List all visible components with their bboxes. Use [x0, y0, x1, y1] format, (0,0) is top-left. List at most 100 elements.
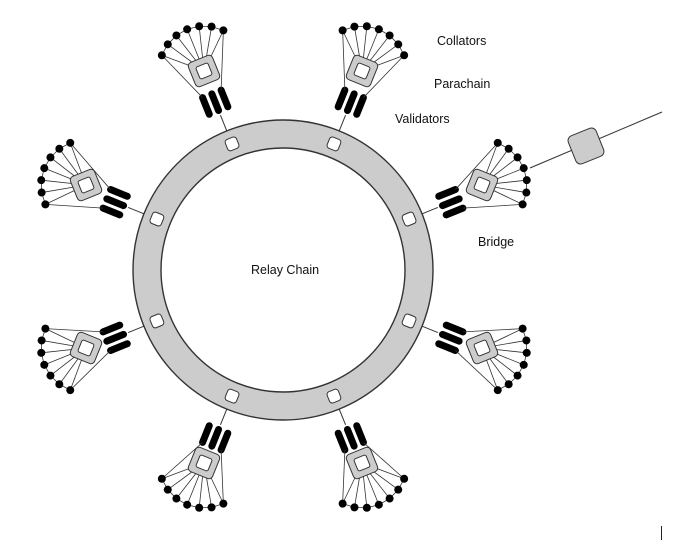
parachain-block [69, 168, 103, 202]
validator-capsule [103, 208, 120, 215]
collator-link-line [45, 329, 103, 332]
validator-capsule [446, 325, 463, 332]
collator-node [46, 372, 54, 380]
validator-link-line [422, 207, 438, 213]
collator-link-line [45, 204, 103, 208]
validators-label: Validators [395, 113, 450, 126]
collator-link-line [463, 329, 523, 332]
validator-capsule [111, 344, 128, 351]
collator-node [66, 139, 74, 147]
collator-node [494, 386, 502, 394]
collator-node [350, 23, 358, 31]
parachain-block [345, 446, 379, 480]
collator-node [400, 475, 408, 483]
validator-capsule [221, 433, 228, 450]
collator-node [522, 189, 530, 197]
validator-link-line [220, 115, 226, 131]
validator-capsule [338, 90, 345, 107]
bridge-square [566, 126, 605, 165]
edge-tick-mark [661, 526, 662, 540]
validator-capsule [212, 429, 219, 446]
collator-node [375, 25, 383, 33]
validator-link-line [128, 207, 144, 213]
collator-link-line [221, 30, 223, 90]
validator-capsule [203, 98, 210, 115]
parachain-block [187, 446, 221, 480]
collator-node [386, 495, 394, 503]
collator-node [394, 40, 402, 48]
collator-node [55, 145, 63, 153]
collator-node [46, 153, 54, 161]
collator-node [519, 200, 527, 208]
validator-capsule [442, 199, 459, 206]
validator-capsule [347, 429, 354, 446]
collator-node [505, 380, 513, 388]
collator-node [37, 349, 45, 357]
bridge-label: Bridge [478, 236, 514, 249]
validator-capsule [103, 325, 120, 332]
collator-node [208, 503, 216, 511]
validator-link-line [339, 115, 345, 131]
collator-node [375, 501, 383, 509]
parachain-label: Parachain [434, 78, 490, 91]
collator-node [339, 26, 347, 34]
collator-node [519, 325, 527, 333]
collator-node [363, 504, 371, 512]
collator-node [195, 22, 203, 30]
collator-node [41, 200, 49, 208]
parachain-block [465, 331, 499, 365]
validator-capsule [347, 94, 354, 111]
collator-node [514, 153, 522, 161]
collator-node [172, 495, 180, 503]
collator-node [183, 25, 191, 33]
validator-capsule [221, 90, 228, 107]
collator-link-line [343, 450, 345, 504]
relay-chain-label: Relay Chain [251, 264, 319, 277]
collator-node [183, 501, 191, 509]
validator-link-line [339, 409, 345, 425]
collator-node [40, 361, 48, 369]
validator-capsule [107, 199, 124, 206]
parachain-block [345, 54, 379, 88]
collator-node [55, 380, 63, 388]
bridge-block [566, 126, 605, 165]
collator-node [520, 361, 528, 369]
collator-node [164, 40, 172, 48]
collator-node [394, 486, 402, 494]
collator-node [172, 31, 180, 39]
collator-node [208, 23, 216, 31]
collator-node [37, 176, 45, 184]
parachain-block [69, 331, 103, 365]
collator-node [339, 500, 347, 508]
collator-node [158, 51, 166, 59]
collator-link-line [343, 30, 345, 90]
collator-node [41, 325, 49, 333]
collator-node [505, 145, 513, 153]
collator-node [400, 51, 408, 59]
collators-label: Collators [437, 35, 486, 48]
collator-node [66, 386, 74, 394]
validator-capsule [446, 208, 463, 215]
validator-capsule [442, 334, 459, 341]
validator-capsule [439, 344, 456, 351]
collator-node [38, 336, 46, 344]
validator-capsule [212, 94, 219, 111]
validator-capsule [439, 190, 456, 197]
validator-capsule [107, 334, 124, 341]
validator-capsule [357, 98, 364, 115]
parachain-block [187, 54, 221, 88]
validator-capsule [203, 426, 210, 443]
validator-capsule [111, 190, 128, 197]
collator-link-line [221, 450, 223, 504]
collator-node [219, 500, 227, 508]
collator-node [158, 475, 166, 483]
validator-link-line [422, 326, 438, 332]
validator-capsule [357, 426, 364, 443]
validator-capsule [338, 433, 345, 450]
collator-node [522, 336, 530, 344]
collator-node [195, 504, 203, 512]
collator-node [38, 189, 46, 197]
collator-node [363, 22, 371, 30]
collator-node [164, 486, 172, 494]
